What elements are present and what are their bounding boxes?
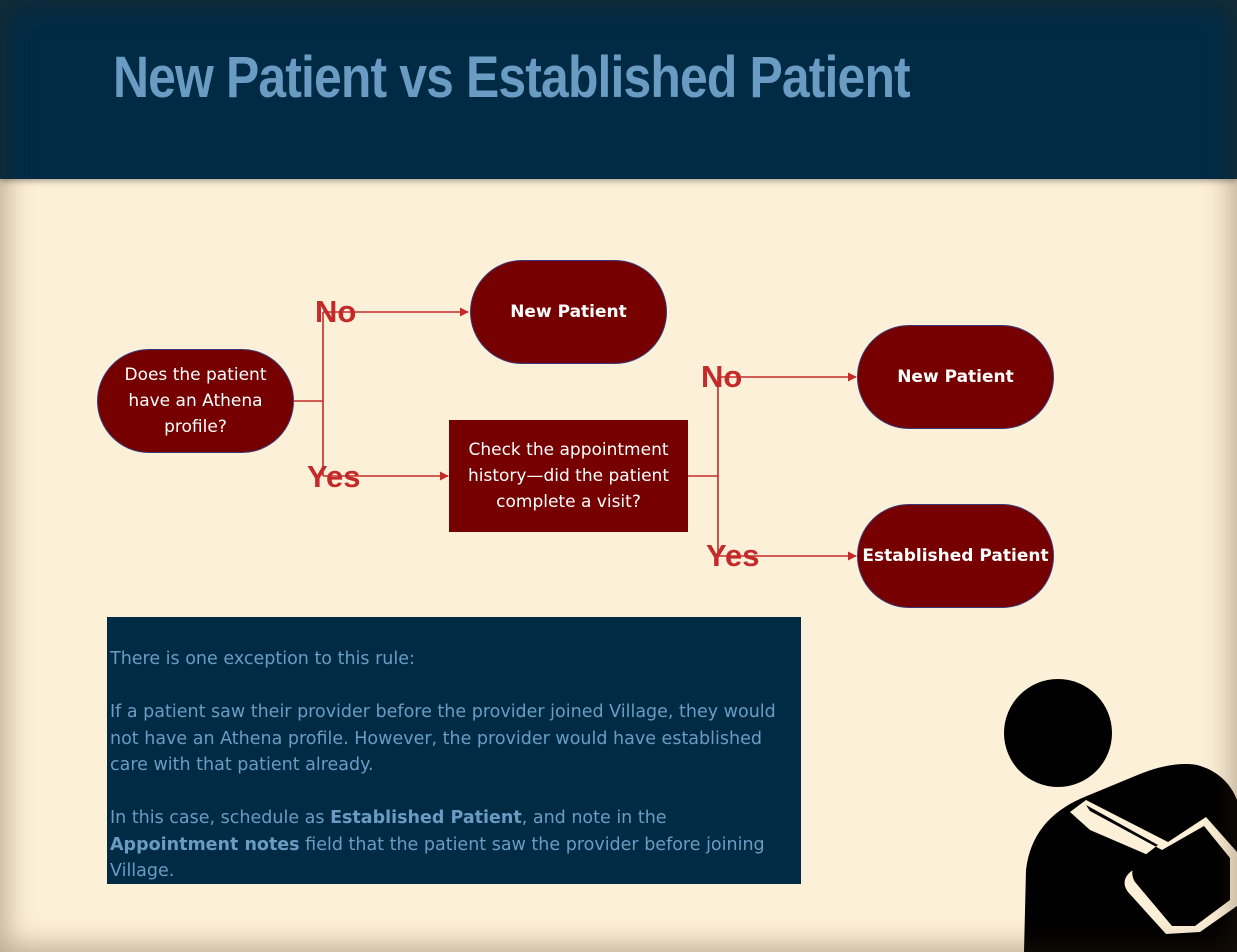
- instruction-middle: , and note in the: [521, 808, 667, 828]
- exception-note-body: If a patient saw their provider before t…: [110, 702, 776, 775]
- instruction-prefix: In this case, schedule as: [110, 808, 331, 828]
- check-history-node: Check the appointment history—did the pa…: [449, 420, 688, 532]
- check-history-label: Check the appointment history—did the pa…: [468, 440, 669, 512]
- instruction-bold-established-patient: Established Patient: [330, 808, 522, 828]
- branch-label-yes-2: Yes: [706, 538, 760, 573]
- branch-label-no-1: No: [315, 294, 357, 329]
- branch-label-yes-1: Yes: [307, 459, 361, 494]
- outcome-new-patient-label-2: New Patient: [897, 367, 1014, 387]
- outcome-established-patient-label: Established Patient: [862, 546, 1049, 566]
- person-bowing-with-box-icon: [1004, 679, 1237, 952]
- start-question-label: Does the patient have an Athena profile?: [124, 365, 267, 437]
- page-title: New Patient vs Established Patient: [113, 45, 911, 110]
- exception-note-intro: There is one exception to this rule:: [110, 649, 415, 669]
- exception-note-instruction: In this case, schedule as Established Pa…: [110, 805, 797, 885]
- outcome-new-patient-label-1: New Patient: [510, 302, 627, 322]
- outcome-new-patient-node-1: New Patient: [470, 260, 667, 364]
- start-question-node: Does the patient have an Athena profile?: [97, 349, 294, 453]
- header-band: New Patient vs Established Patient: [0, 0, 1237, 179]
- exception-note-box: There is one exception to this rule: If …: [107, 617, 801, 884]
- instruction-suffix: field that the patient saw the provider …: [110, 834, 765, 882]
- branch-label-no-2: No: [701, 359, 743, 394]
- instruction-bold-appointment-notes: Appointment notes: [110, 834, 300, 855]
- outcome-new-patient-node-2: New Patient: [857, 325, 1054, 429]
- outcome-established-patient-node: Established Patient: [857, 504, 1054, 608]
